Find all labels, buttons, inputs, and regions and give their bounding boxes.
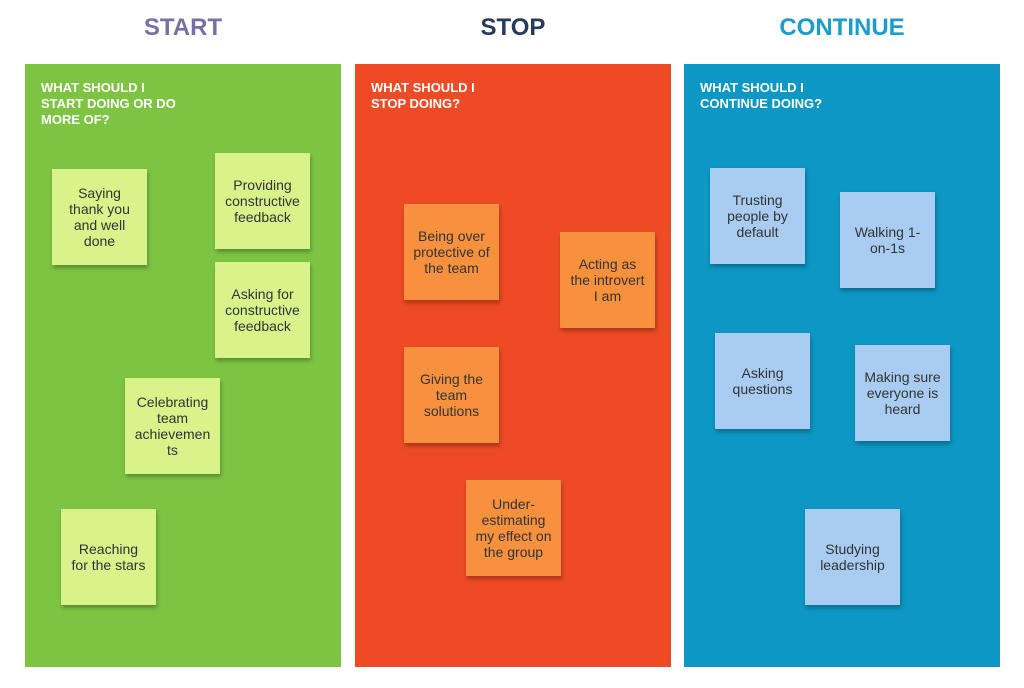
sticky-note[interactable]: Reaching for the stars — [61, 509, 156, 605]
start-panel: WHAT SHOULD I START DOING OR DO MORE OF?… — [25, 64, 341, 667]
stop-question: WHAT SHOULD I STOP DOING? — [371, 80, 475, 111]
continue-title: CONTINUE — [779, 14, 905, 41]
continue-question: WHAT SHOULD I CONTINUE DOING? — [700, 80, 823, 111]
sticky-note[interactable]: Acting as the introvert I am — [560, 232, 655, 328]
start-question: WHAT SHOULD I START DOING OR DO MORE OF? — [41, 80, 176, 127]
sticky-note[interactable]: Saying thank you and well done — [52, 169, 147, 265]
sticky-note[interactable]: Asking for constructive feedback — [215, 262, 310, 358]
sticky-note[interactable]: Under- estimating my effect on the group — [466, 480, 561, 576]
stop-panel: WHAT SHOULD I STOP DOING? Being over pro… — [355, 64, 671, 667]
sticky-note[interactable]: Trusting people by default — [710, 168, 805, 264]
start-title: START — [143, 14, 223, 41]
sticky-note[interactable]: Making sure everyone is heard — [855, 345, 950, 441]
sticky-note[interactable]: Providing constructive feedback — [215, 153, 310, 249]
continue-panel: WHAT SHOULD I CONTINUE DOING? Trusting p… — [684, 64, 1000, 667]
sticky-note[interactable]: Walking 1- on-1s — [840, 192, 935, 288]
stop-title: STOP — [480, 14, 546, 41]
sticky-note[interactable]: Giving the team solutions — [404, 347, 499, 443]
sticky-note[interactable]: Asking questions — [715, 333, 810, 429]
sticky-note[interactable]: Celebrating team achievemen ts — [125, 378, 220, 474]
sticky-note[interactable]: Being over protective of the team — [404, 204, 499, 300]
sticky-note[interactable]: Studying leadership — [805, 509, 900, 605]
